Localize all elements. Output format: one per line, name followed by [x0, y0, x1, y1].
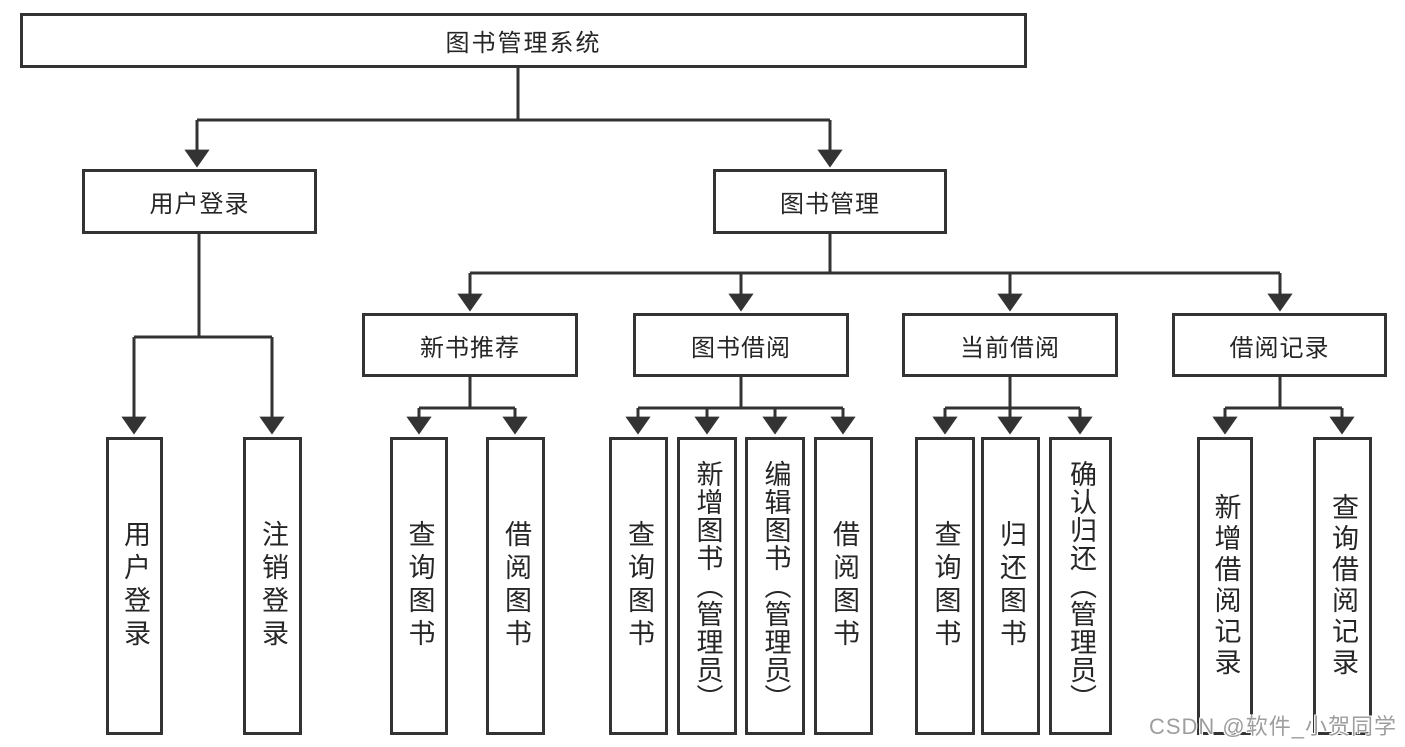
leaf-borrow-books-label: 借阅图书: [829, 520, 859, 652]
leaf-query-books-recommend-label: 查询图书: [404, 520, 435, 652]
leaf-logout-label: 注销登录: [258, 520, 288, 652]
node-new-book-recommend-label: 新书推荐: [420, 334, 520, 362]
node-root-label: 图书管理系统: [445, 30, 602, 57]
leaf-user-login-label: 用户登录: [120, 520, 150, 652]
leaf-edit-book-admin-label: 编辑图书（管理员）: [760, 460, 791, 712]
node-book-borrow-label: 图书借阅: [691, 334, 791, 362]
node-user-login-label: 用户登录: [149, 191, 250, 218]
node-user-login: 用户登录: [82, 169, 317, 234]
leaf-return-book-label: 归还图书: [996, 520, 1026, 652]
leaf-logout: 注销登录: [243, 437, 302, 735]
leaf-query-borrow-record: 查询借阅记录: [1313, 437, 1372, 735]
leaf-borrow-books: 借阅图书: [814, 437, 873, 735]
leaf-query-books-borrow: 查询图书: [609, 437, 668, 735]
leaf-user-login: 用户登录: [106, 437, 163, 735]
node-book-borrow: 图书借阅: [633, 313, 849, 377]
node-new-book-recommend: 新书推荐: [362, 313, 578, 377]
node-current-borrow: 当前借阅: [902, 313, 1118, 377]
leaf-confirm-return-admin: 确认归还（管理员）: [1049, 437, 1112, 735]
leaf-return-book: 归还图书: [981, 437, 1040, 735]
node-borrow-records: 借阅记录: [1172, 313, 1387, 377]
leaf-add-book-admin: 新增图书（管理员）: [677, 437, 737, 735]
node-root-system: 图书管理系统: [20, 13, 1027, 68]
leaf-add-borrow-record: 新增借阅记录: [1197, 437, 1253, 735]
node-book-management: 图书管理: [713, 169, 947, 234]
leaf-add-borrow-record-label: 新增借阅记录: [1210, 493, 1241, 679]
node-borrow-records-label: 借阅记录: [1229, 334, 1330, 362]
node-book-management-label: 图书管理: [780, 191, 880, 218]
leaf-query-books-borrow-label: 查询图书: [624, 520, 654, 652]
leaf-query-books-current: 查询图书: [915, 437, 975, 735]
csdn-watermark: CSDN @软件_小贺同学: [1148, 714, 1397, 739]
node-current-borrow-label: 当前借阅: [960, 334, 1060, 362]
leaf-edit-book-admin: 编辑图书（管理员）: [745, 437, 805, 735]
leaf-borrow-books-recommend: 借阅图书: [486, 437, 545, 735]
leaf-confirm-return-admin-label: 确认归还（管理员）: [1066, 460, 1096, 712]
leaf-add-book-admin-label: 新增图书（管理员）: [692, 460, 723, 712]
leaf-query-borrow-record-label: 查询借阅记录: [1328, 493, 1358, 679]
leaf-query-books-recommend: 查询图书: [390, 437, 448, 735]
leaf-query-books-current-label: 查询图书: [930, 520, 961, 652]
leaf-borrow-books-recommend-label: 借阅图书: [501, 520, 531, 652]
